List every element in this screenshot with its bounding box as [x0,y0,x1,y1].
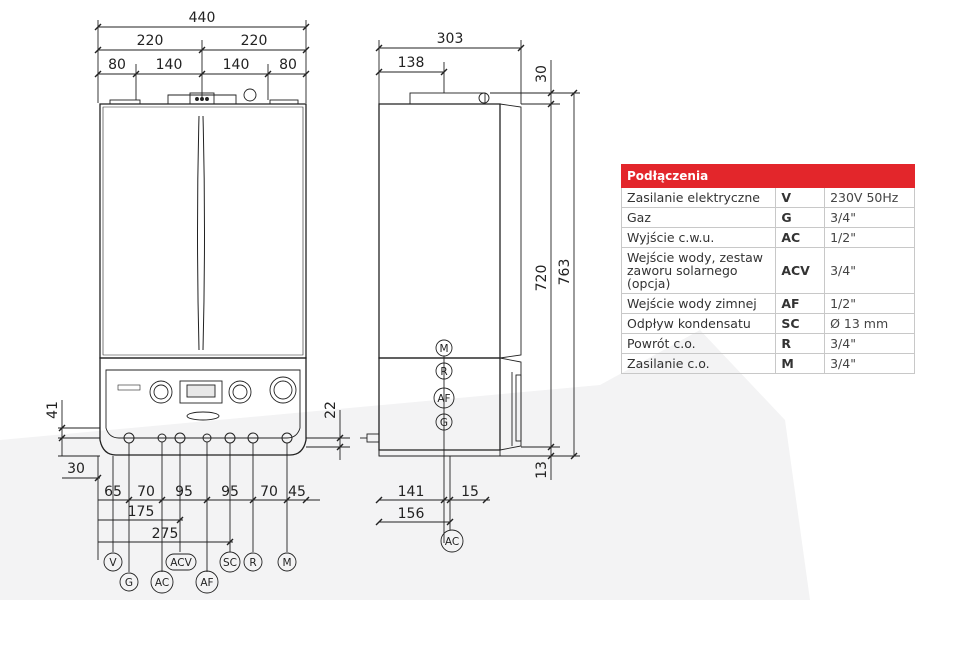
dim-height-763: 763 [557,259,573,286]
dim-side-41: 41 [45,401,61,419]
connector-acv: ACV [170,557,192,569]
table-header: Podłączenia [621,164,915,188]
connector-r: R [249,557,256,569]
dim-depth: 303 [437,31,464,47]
row-code: ACV [775,247,826,294]
row-value: 3/4" [824,207,915,228]
row-code: AC [775,227,826,248]
row-name: Odpływ kondensatu [620,313,777,334]
dim-side-22: 22 [323,401,339,419]
dim-bottom-45: 45 [288,484,306,500]
row-code: AF [775,293,826,314]
row-value: 3/4" [824,353,915,374]
dim-bottom-141: 141 [398,484,425,500]
dim-half-right: 220 [241,33,268,49]
side-connector-r: R [440,366,447,378]
row-value: 3/4" [824,333,915,354]
table-row: Wyjście c.w.u. AC 1/2" [620,227,915,248]
row-value: Ø 13 mm [824,313,915,334]
side-connector-m: M [439,343,448,355]
table-row: Zasilanie elektryczne V 230V 50Hz [620,187,915,208]
row-code: SC [775,313,826,334]
row-code: G [775,207,826,228]
side-connector-ac: AC [445,536,459,548]
connector-v: V [109,557,117,569]
row-code: M [775,353,826,374]
side-connector-af: AF [437,393,450,405]
table-row: Wejście wody, zestaw zaworu solarnego (o… [620,247,915,294]
table-row: Powrót c.o. R 3/4" [620,333,915,354]
dim-bottom-175: 175 [128,504,155,520]
row-value: 3/4" [824,247,915,294]
side-connector-g: G [440,417,448,429]
row-name: Powrót c.o. [620,333,777,354]
dim-top-138: 138 [398,55,425,71]
row-code: V [775,187,826,208]
row-name: Zasilanie elektryczne [620,187,777,208]
row-name: Gaz [620,207,777,228]
table-row: Wejście wody zimnej AF 1/2" [620,293,915,314]
dim-bottom-70b: 70 [260,484,278,500]
row-name: Zasilanie c.o. [620,353,777,374]
connections-table: Podłączenia Zasilanie elektryczne V 230V… [620,164,915,374]
connector-af: AF [200,577,213,589]
dim-bottom-65: 65 [104,484,122,500]
row-name: Wyjście c.w.u. [620,227,777,248]
table-row: Zasilanie c.o. M 3/4" [620,353,915,374]
dim-bottom-275: 275 [152,526,179,542]
dim-height-720: 720 [534,265,550,292]
row-value: 230V 50Hz [824,187,915,208]
table-header-row: Podłączenia [621,164,915,188]
dim-bottom-15: 15 [461,484,479,500]
dim-top-140-right: 140 [223,57,250,73]
connector-m: M [282,557,291,569]
dim-half-left: 220 [137,33,164,49]
dim-top-30: 30 [534,65,550,83]
connector-g: G [125,577,133,589]
row-name: Wejście wody, zestaw zaworu solarnego (o… [620,247,777,294]
row-code: R [775,333,826,354]
connector-sc: SC [223,557,237,569]
row-value: 1/2" [824,227,915,248]
row-value: 1/2" [824,293,915,314]
connector-ac: AC [155,577,169,589]
dim-top-80-left: 80 [108,57,126,73]
dim-total-width: 440 [189,10,216,26]
dim-top-140-left: 140 [156,57,183,73]
dim-bottom-70a: 70 [137,484,155,500]
dim-bottom-156: 156 [398,506,425,522]
dim-top-80-right: 80 [279,57,297,73]
dim-bottom-13: 13 [534,461,550,479]
dim-bottom-95b: 95 [221,484,239,500]
table-row: Gaz G 3/4" [620,207,915,228]
dim-bottom-95a: 95 [175,484,193,500]
dim-bottom-30: 30 [67,461,85,477]
row-name: Wejście wody zimnej [620,293,777,314]
table-row: Odpływ kondensatu SC Ø 13 mm [620,313,915,334]
